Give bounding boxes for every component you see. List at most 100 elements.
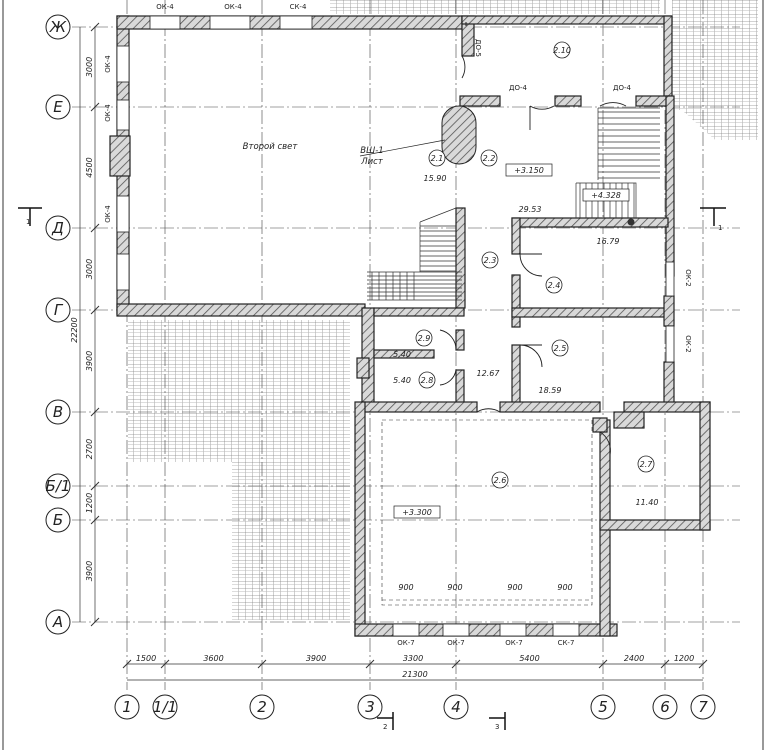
svg-text:2.8: 2.8 xyxy=(421,376,434,385)
axis-label: 3 xyxy=(365,698,375,716)
room-area: 16.79 xyxy=(597,237,620,246)
axis-label: 5 xyxy=(598,698,608,716)
window-width: 900 xyxy=(398,583,413,592)
axis-label: 6 xyxy=(660,698,670,716)
axis-bubble-row-5: Б/1 xyxy=(45,473,71,499)
dim-bottom-total: 21300 xyxy=(402,670,427,679)
level-mark: +3.150 xyxy=(505,163,553,177)
axis-label: 1 xyxy=(122,698,132,716)
dim-left-5: 1200 xyxy=(85,493,94,513)
axis-bubble-col-7: 7 xyxy=(690,694,716,720)
section-marker: 1 xyxy=(700,207,726,232)
dim-left-total: 22200 xyxy=(70,317,79,342)
door-label: ДО-4 xyxy=(613,84,632,92)
note-second-light: Второй свет xyxy=(243,142,299,152)
svg-text:1: 1 xyxy=(718,224,722,232)
axis-label: Б/1 xyxy=(46,477,71,495)
axis-label: Ж xyxy=(49,18,67,36)
svg-text:1: 1 xyxy=(26,218,30,226)
roof-tiles xyxy=(128,0,758,620)
note-list: Лист xyxy=(360,157,384,167)
dim-bottom-6: 1200 xyxy=(674,654,694,663)
stairs xyxy=(367,107,660,301)
axis-bubble-col-6: 6 xyxy=(652,694,678,720)
window-label-left: ОК-4 xyxy=(104,104,112,122)
svg-text:2.9: 2.9 xyxy=(418,334,431,343)
axis-bubble-row-6: Б xyxy=(45,507,71,533)
level-mark: +4.328 xyxy=(582,188,630,202)
section-marker: 3 xyxy=(489,712,506,731)
window-width: 900 xyxy=(507,583,522,592)
dim-bottom-5: 2400 xyxy=(624,654,644,663)
room-area: 18.59 xyxy=(539,386,562,395)
svg-text:2.3: 2.3 xyxy=(484,256,497,265)
axis-label: 4 xyxy=(451,698,461,716)
axis-bubble-row-1: Е xyxy=(45,94,71,120)
room-tag-2.4: 2.4 xyxy=(545,276,563,294)
room-area: 5.40 xyxy=(393,376,411,385)
room-tag-2.3: 2.3 xyxy=(481,251,499,269)
room-tag-2.2: 2.2 xyxy=(480,149,498,167)
room-tag-2.9: 2.9 xyxy=(415,329,433,347)
axis-label: Б xyxy=(53,511,63,529)
room-tag-2.6: 2.6 xyxy=(491,471,509,489)
svg-text:2.7: 2.7 xyxy=(640,460,654,469)
svg-text:+3.300: +3.300 xyxy=(402,508,432,517)
axis-bubble-col-2: 2 xyxy=(249,694,275,720)
column-dot xyxy=(627,218,635,226)
svg-text:+3.150: +3.150 xyxy=(514,166,544,175)
window-label-right: ОК-2 xyxy=(684,335,692,352)
room-area: 12.67 xyxy=(477,369,501,378)
dim-left-4: 2700 xyxy=(85,439,94,459)
axis-bubble-col-4: 4 xyxy=(443,694,469,720)
dim-bottom-3: 3300 xyxy=(403,654,423,663)
axis-bubble-row-7: А xyxy=(45,609,71,635)
room-tag-2.10: 2.10 xyxy=(553,41,571,59)
section-marker: 2 xyxy=(377,712,394,731)
room-tag-2.8: 2.8 xyxy=(418,371,436,389)
window-width: 900 xyxy=(447,583,462,592)
room-tag-2.5: 2.5 xyxy=(551,339,569,357)
svg-text:2.10: 2.10 xyxy=(553,46,571,55)
note-vsh1: ВШ-1 xyxy=(360,146,383,156)
svg-text:3: 3 xyxy=(495,723,499,731)
svg-text:2: 2 xyxy=(383,723,387,731)
dim-bottom-4: 5400 xyxy=(519,654,539,663)
svg-text:2.1: 2.1 xyxy=(431,154,444,163)
axis-bubble-col-3: 3 xyxy=(357,694,383,720)
window-label-bottom: ОК-7 xyxy=(397,639,414,647)
dim-left-3: 3900 xyxy=(85,351,94,371)
room-area: 29.53 xyxy=(519,205,542,214)
room-tag-2.1: 2.1 xyxy=(428,149,446,167)
door-label: ДО-5 xyxy=(474,39,482,57)
window-label-top: ОК-4 xyxy=(156,3,174,11)
dim-left-0: 3000 xyxy=(85,57,94,77)
door-label: ДО-4 xyxy=(509,84,528,92)
axis-bubble-row-0: Ж xyxy=(45,14,71,40)
window-label-left: ОК-4 xyxy=(104,55,112,73)
dim-left-2: 3000 xyxy=(85,259,94,279)
window-label-right: ОК-2 xyxy=(684,269,692,286)
axis-label: 2 xyxy=(257,698,267,716)
dim-bottom-2: 3900 xyxy=(306,654,326,663)
window-label-top: СК-4 xyxy=(290,3,307,11)
axis-bubble-row-2: Д xyxy=(45,215,71,241)
room-area: 11.40 xyxy=(636,498,659,507)
axis-label: А xyxy=(52,613,63,631)
axis-label: Е xyxy=(53,98,63,116)
svg-text:2.4: 2.4 xyxy=(548,281,561,290)
window-width: 900 xyxy=(557,583,572,592)
axis-label: 1/1 xyxy=(153,698,177,716)
svg-text:+4.328: +4.328 xyxy=(591,191,621,200)
chimney-ellipse xyxy=(441,105,477,165)
window-label-left: ОК-4 xyxy=(104,205,112,223)
misc-lines xyxy=(381,419,593,606)
svg-text:2.6: 2.6 xyxy=(494,476,507,485)
axis-bubble-row-4: В xyxy=(45,399,71,425)
dim-left-1: 4500 xyxy=(85,157,94,177)
dim-bottom-0: 1500 xyxy=(136,654,156,663)
window-openings xyxy=(116,15,675,637)
dim-left-6: 3900 xyxy=(85,561,94,581)
section-marker: 1 xyxy=(18,207,42,226)
